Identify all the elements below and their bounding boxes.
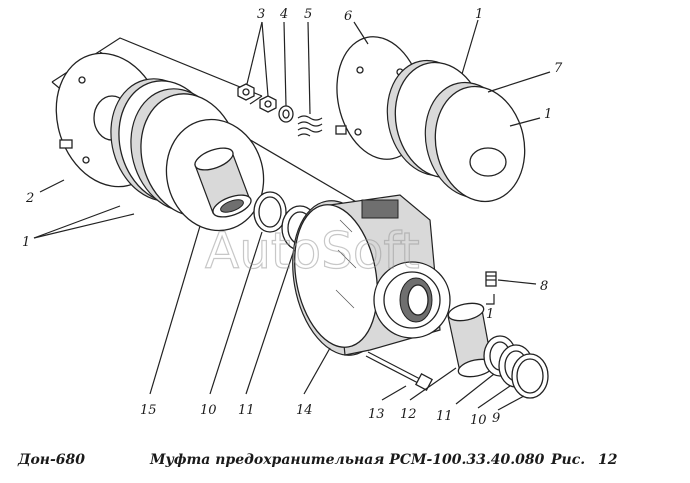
- callout-11-right: 11: [436, 409, 453, 424]
- callout-14: 14: [296, 403, 313, 418]
- sprocket-gear: [373, 261, 451, 339]
- callout-4: 4: [279, 7, 288, 22]
- callout-10-left: 10: [200, 403, 217, 418]
- callout-5: 5: [304, 7, 312, 22]
- callout-3: 3: [257, 7, 265, 22]
- callout-15: 15: [140, 403, 157, 418]
- leader-lines: [33, 19, 551, 411]
- callout-1-top: 1: [475, 7, 483, 22]
- callout-12: 12: [400, 407, 417, 422]
- figure-label: Рис.: [551, 452, 586, 468]
- callout-10-right: 10: [470, 413, 487, 428]
- part-8-plug: [485, 271, 497, 287]
- callout-1-housing: 1: [486, 307, 494, 322]
- part-1-7-friction-discs-right: [386, 59, 526, 203]
- watermark: AutoSoft: [205, 222, 420, 280]
- callout-11-left: 11: [238, 403, 255, 418]
- callout-1-right: 1: [544, 107, 552, 122]
- callout-6: 6: [344, 9, 352, 24]
- model-caption: Дон-680: [18, 452, 86, 468]
- callout-2: 2: [25, 191, 34, 206]
- part-15-hub: [165, 118, 265, 232]
- callout-7: 7: [554, 61, 563, 76]
- part-3-4-5-fasteners: [237, 83, 323, 137]
- callout-9: 9: [492, 411, 500, 426]
- callout-13: 13: [368, 407, 385, 422]
- callout-1-left: 1: [22, 235, 30, 250]
- figure-title: Муфта предохранительная РСМ-100.33.40.08…: [150, 452, 545, 468]
- callout-labels: 3 4 5 6 1 7 1 2 1 8 1 15 10 11 14 13 12 …: [22, 7, 563, 428]
- part-9-10-11-rings-right: [483, 335, 549, 399]
- callout-8: 8: [540, 279, 548, 294]
- figure-number: 12: [598, 452, 618, 468]
- part-13-bolt: [365, 351, 433, 391]
